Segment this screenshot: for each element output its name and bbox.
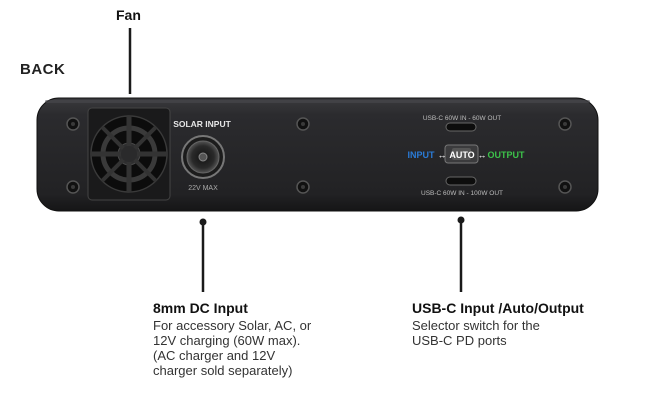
solar-voltage-label: 22V MAX xyxy=(188,185,218,192)
usbc-title: USB-C Input /Auto/Output xyxy=(412,300,584,316)
device-back-panel: SOLAR INPUT 22V MAX USB-C 60W IN - 60W O… xyxy=(36,97,599,212)
usbc-top-label: USB-C 60W IN - 60W OUT xyxy=(423,115,501,122)
solar-input-label: SOLAR INPUT xyxy=(173,119,231,129)
usbc-callout: USB-C Input /Auto/Output Selector switch… xyxy=(412,300,642,348)
fan-label: Fan xyxy=(116,7,141,23)
screw-icon xyxy=(296,180,310,194)
back-label: BACK xyxy=(20,61,66,78)
usbc-selector-switch[interactable] xyxy=(444,144,479,164)
dc-input-leader-dot xyxy=(199,218,207,226)
switch-input-label: INPUT xyxy=(408,150,436,160)
dc-input-port[interactable] xyxy=(181,135,225,179)
dc-input-callout: 8mm DC Input For accessory Solar, AC, or… xyxy=(153,300,383,378)
dc-input-desc-line: (AC charger and 12V xyxy=(153,348,276,363)
dc-input-desc-line: For accessory Solar, AC, or xyxy=(153,318,312,333)
switch-arrow-left: ↔ xyxy=(438,150,447,160)
screw-icon xyxy=(558,117,572,131)
dc-input-desc-line: 12V charging (60W max). xyxy=(153,333,301,348)
usbc-leader-dot xyxy=(457,216,465,224)
switch-arrow-right: ↔ xyxy=(478,150,487,160)
usbc-bottom-label: USB-C 60W IN - 100W OUT xyxy=(421,190,503,197)
dc-input-desc-line: charger sold separately) xyxy=(153,363,293,378)
switch-output-label: OUTPUT xyxy=(488,150,526,160)
switch-auto-label: AUTO xyxy=(449,150,474,160)
dc-input-title: 8mm DC Input xyxy=(153,300,248,316)
fan-grille-icon xyxy=(87,107,171,201)
usbc-desc-line: USB-C PD ports xyxy=(412,333,507,348)
usbc-top-port[interactable] xyxy=(445,122,477,132)
usbc-bottom-port[interactable] xyxy=(445,176,477,186)
screw-icon xyxy=(66,117,80,131)
usbc-desc-line: Selector switch for the xyxy=(412,318,540,333)
screw-icon xyxy=(558,180,572,194)
screw-icon xyxy=(296,117,310,131)
screw-icon xyxy=(66,180,80,194)
